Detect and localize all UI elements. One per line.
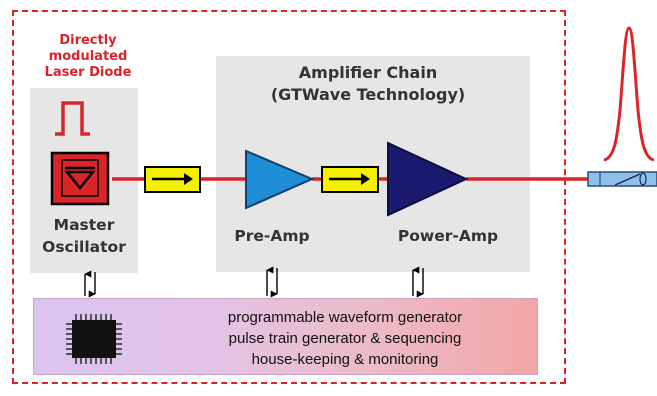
amplifier-chain-title-line-2: (GTWave Technology)	[270, 85, 466, 104]
microchip-icon	[66, 314, 122, 364]
waveform-generator-box	[33, 298, 538, 375]
amplifier-chain-title-line-1: Amplifier Chain	[298, 63, 438, 82]
square-pulse-icon	[55, 101, 90, 136]
master-oscillator-label: Master Oscillator	[30, 214, 138, 258]
laser-diode-label-line-1: Directly	[59, 33, 117, 48]
gaussian-pulse-icon	[603, 26, 655, 162]
control-arrows-master	[84, 270, 96, 298]
pre-amp-triangle	[245, 149, 315, 210]
master-oscillator-label-line-1: Master	[53, 216, 115, 234]
pre-amp-label: Pre-Amp	[234, 227, 310, 245]
laser-diode-label-line-3: Laser Diode	[44, 65, 132, 80]
waveform-line-2: pulse train generator & sequencing	[228, 330, 462, 347]
power-amp-triangle	[387, 141, 469, 217]
isolator-1-icon	[144, 166, 201, 193]
master-oscillator-label-line-2: Oscillator	[42, 238, 126, 256]
power-amp-label: Power-Amp	[397, 227, 499, 245]
laser-diode-label: Directly modulated Laser Diode	[28, 33, 148, 81]
waveform-line-1: programmable waveform generator	[227, 309, 463, 326]
control-arrows-pre-amp	[266, 266, 278, 298]
laser-diode-label-line-2: modulated	[48, 49, 128, 64]
system-boundary	[12, 10, 566, 384]
waveform-generator-text: programmable waveform generator pulse tr…	[155, 307, 535, 370]
laser-diode-icon	[50, 151, 110, 206]
control-arrows-power-amp	[412, 266, 424, 298]
fiber-collimator-icon	[587, 171, 657, 187]
amplifier-chain-title: Amplifier Chain (GTWave Technology)	[218, 62, 518, 106]
waveform-line-3: house-keeping & monitoring	[251, 351, 439, 368]
isolator-2-icon	[321, 166, 379, 193]
